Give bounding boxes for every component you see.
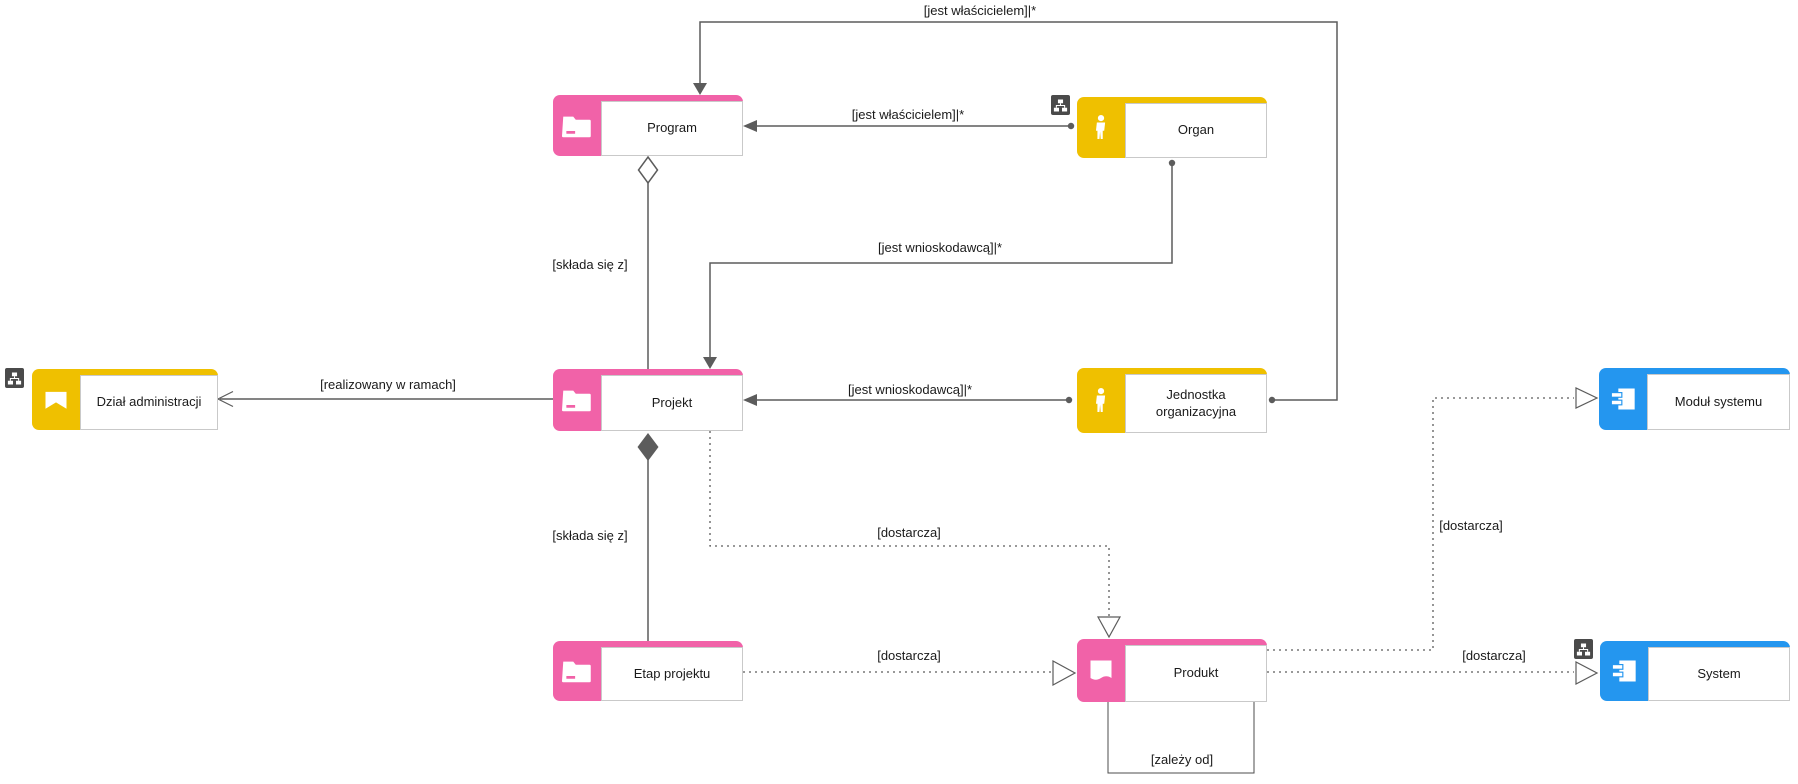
folder-icon [553,641,601,701]
edge-consists-2 [637,433,659,641]
node-system[interactable]: System [1600,641,1790,701]
edge-applicant-top [703,159,1176,369]
node-label: Moduł systemu [1674,393,1763,409]
edge-owner-top [693,21,1338,404]
edge-label-delivers-2: [dostarcza] [877,648,941,663]
edge-depends-on [1107,702,1255,774]
node-organ[interactable]: Organ [1077,97,1267,158]
node-etap-projektu[interactable]: Etap projektu [553,641,743,701]
node-program[interactable]: Program [553,95,743,156]
arrowhead-produkt-top [1096,616,1122,639]
edge-label-consists-1: [składa się z] [552,257,628,272]
node-produkt[interactable]: Produkt [1077,639,1267,702]
arrowhead-modul [1575,387,1599,409]
component-icon [1600,641,1648,701]
folder-icon [553,369,601,431]
edge-label-applicant-top: [jest wnioskodawcą]|* [877,240,1003,255]
folder-icon [553,95,601,156]
arrowhead-system [1575,661,1599,685]
node-label: Projekt [651,394,693,410]
edge-realized-in [216,390,553,408]
flag-icon [32,369,80,430]
edge-consists-1 [637,155,659,369]
edge-delivers-produkt-modul [1267,397,1574,651]
node-label: Program [647,120,697,136]
edge-label-delivers-1: [dostarcza] [877,525,941,540]
node-label: System [1697,665,1741,681]
edge-label-applicant-mid: [jest wnioskodawcą]|* [847,382,973,397]
node-projekt[interactable]: Projekt [553,369,743,431]
edge-label-realized-in: [realizowany w ramach] [320,377,456,392]
edge-label-consists-2: [składa się z] [552,528,628,543]
arrowhead-produkt-left [1052,659,1077,687]
person-icon [1077,368,1125,433]
node-label: Dział administracji [96,394,202,410]
component-icon [1599,368,1647,430]
edge-label-owner-mid: [jest właścicielem]|* [851,107,965,122]
edge-label-delivers-3: [dostarcza] [1439,518,1503,533]
node-dzial-administracji[interactable]: Dział administracji [32,369,218,430]
node-modul-systemu[interactable]: Moduł systemu [1599,368,1790,430]
edge-applicant-mid [743,394,1073,406]
node-label: Organ [1177,122,1215,138]
edge-label-depends-on: [zależy od] [1150,752,1214,767]
document-icon [1077,639,1125,702]
edge-owner-mid [743,120,1075,132]
sitemap-icon [5,368,24,388]
node-jednostka[interactable]: Jednostka organizacyjna [1077,368,1267,433]
edge-label-owner-top: [jest właścicielem]|* [923,3,1037,18]
sitemap-icon [1051,95,1070,115]
node-label: Produkt [1173,665,1219,681]
edge-delivers-projekt-produkt [709,431,1110,616]
sitemap-icon [1574,639,1593,659]
edge-label-delivers-4: [dostarcza] [1462,648,1526,663]
node-label: Jednostka organizacyjna [1155,386,1237,419]
node-label: Etap projektu [633,665,711,681]
person-icon [1077,97,1125,158]
